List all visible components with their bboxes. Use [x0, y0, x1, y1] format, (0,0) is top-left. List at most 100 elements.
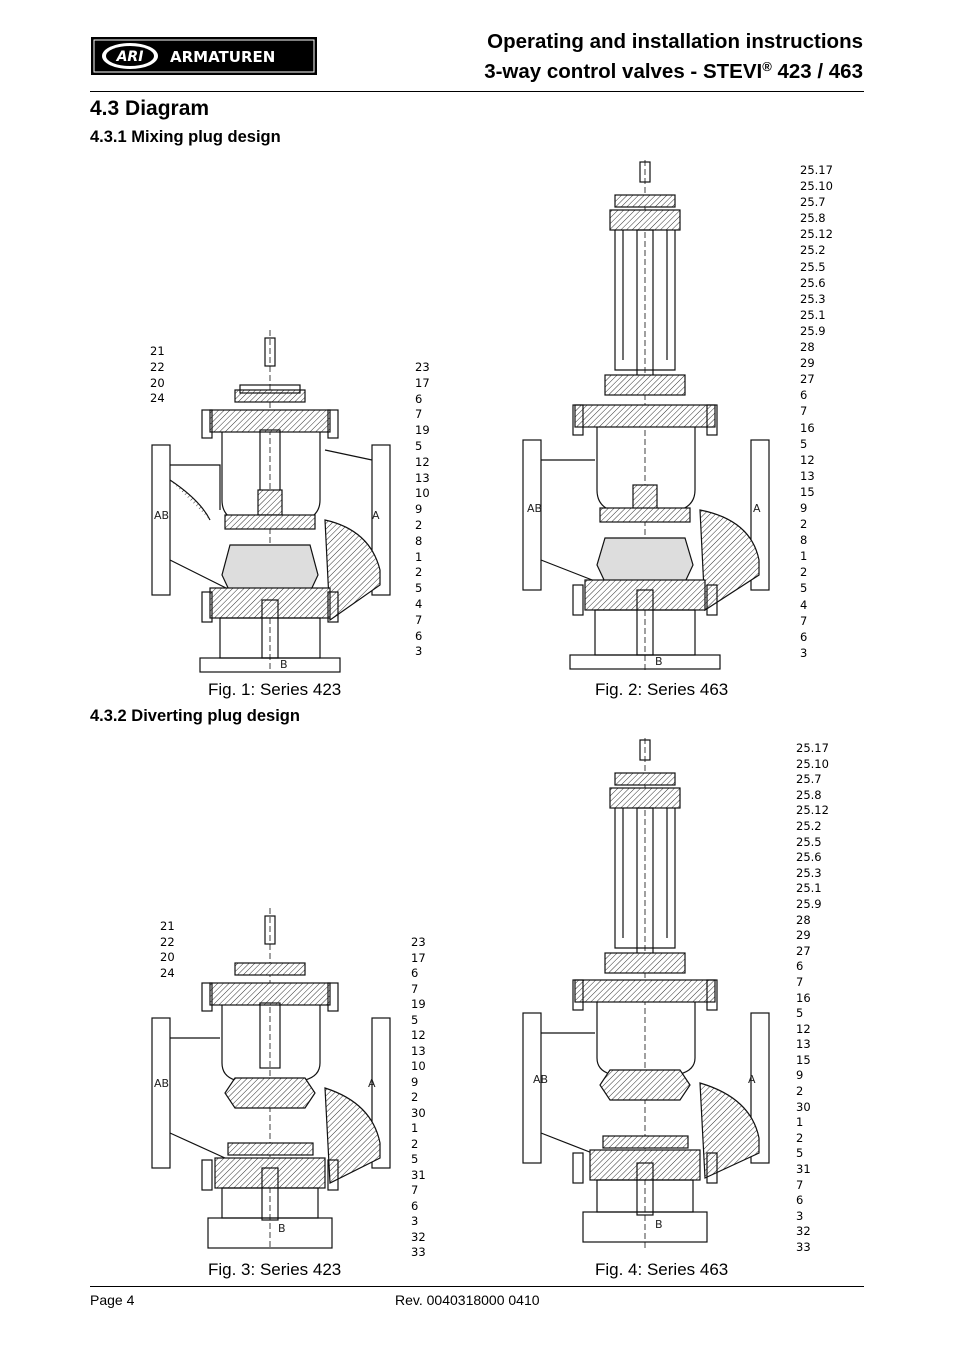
subsection-mixing: 4.3.1 Mixing plug design — [90, 128, 281, 146]
part-label: 5 — [411, 1152, 419, 1166]
part-label: 2 — [800, 565, 808, 580]
part-label: 2 — [800, 517, 808, 532]
part-label: 12 — [411, 1028, 426, 1042]
part-label: 30 — [796, 1099, 811, 1114]
part-label: 6 — [800, 629, 808, 644]
figure-2-caption: Fig. 2: Series 463 — [595, 680, 729, 699]
svg-text:ARMATUREN: ARMATUREN — [170, 48, 275, 66]
part-label: 25.5 — [796, 834, 822, 849]
part-label: 5 — [800, 581, 808, 596]
part-label: 27 — [800, 372, 815, 387]
part-label: 2 — [415, 517, 423, 532]
part-label: 20 — [150, 375, 165, 390]
part-label: 22 — [160, 934, 175, 949]
part-label: 10 — [415, 486, 430, 501]
part-label: 3 — [411, 1214, 419, 1228]
part-label: 2 — [415, 565, 423, 580]
part-label: 25.8 — [800, 211, 826, 226]
part-label: 5 — [796, 1146, 804, 1161]
part-label: 25.1 — [796, 881, 822, 896]
title-product: 3-way control valves - STEVI — [484, 60, 763, 83]
figure-4-right-labels: 25.17 25.10 25.7 25.8 25.12 25.2 25.5 25… — [796, 741, 836, 1256]
part-label: 7 — [800, 404, 808, 419]
part-label: 6 — [796, 1193, 804, 1208]
part-label: 32 — [796, 1224, 811, 1239]
part-label: 24 — [150, 391, 165, 406]
part-label: 25.6 — [796, 850, 822, 865]
svg-text:B: B — [655, 655, 663, 668]
part-label: 6 — [415, 391, 423, 406]
part-label: 7 — [796, 974, 804, 989]
part-label: 32 — [411, 1229, 426, 1244]
part-label: 1 — [796, 1115, 804, 1130]
part-label: 12 — [800, 452, 815, 467]
part-label: 2 — [411, 1090, 419, 1104]
part-label: 3 — [415, 644, 423, 659]
part-label: 16 — [800, 420, 815, 435]
part-label: 19 — [411, 997, 426, 1011]
part-label: 4 — [800, 597, 808, 612]
part-label: 25.1 — [800, 307, 826, 322]
part-label: 13 — [411, 1043, 426, 1058]
part-label: 25.10 — [796, 756, 829, 771]
part-label: 6 — [411, 966, 419, 980]
part-label: 1 — [415, 549, 423, 564]
part-label: 25.12 — [800, 227, 833, 242]
figure-3-caption: Fig. 3: Series 423 — [208, 1260, 342, 1279]
part-label: 33 — [796, 1240, 811, 1254]
part-label: 7 — [800, 613, 808, 628]
part-label: 6 — [411, 1198, 419, 1213]
part-label: 25.12 — [796, 803, 829, 818]
part-label: 9 — [415, 502, 423, 517]
part-label: 25.7 — [796, 772, 822, 787]
part-label: 2 — [411, 1136, 419, 1151]
part-label: 25.10 — [800, 179, 833, 194]
part-label: 29 — [796, 928, 811, 943]
svg-text:A: A — [368, 1077, 376, 1090]
part-label: 9 — [411, 1074, 419, 1089]
figure-1-right-labels: 23 17 6 7 19 5 12 13 10 9 2 8 1 2 5 4 7 … — [415, 360, 445, 660]
part-label: 6 — [415, 628, 423, 643]
part-label: 12 — [796, 1021, 811, 1036]
part-label: 25.17 — [800, 163, 833, 177]
part-label: 33 — [411, 1245, 426, 1259]
part-label: 10 — [411, 1059, 426, 1073]
figure-3-right-labels: 23 17 6 7 19 5 12 13 10 9 2 30 1 2 5 31 … — [411, 935, 441, 1261]
part-label: 30 — [411, 1105, 426, 1120]
part-label: 5 — [415, 581, 423, 596]
svg-text:A: A — [372, 509, 380, 522]
part-label: 13 — [415, 470, 430, 485]
title-series: 423 / 463 — [771, 60, 863, 83]
part-label: 28 — [800, 340, 815, 355]
part-label: 8 — [415, 533, 423, 548]
registered-mark: ® — [762, 59, 772, 74]
part-label: 7 — [411, 1183, 419, 1197]
part-label: 12 — [415, 454, 430, 469]
part-label: 25.9 — [796, 896, 822, 911]
part-label: 15 — [796, 1052, 811, 1067]
svg-text:A: A — [753, 502, 761, 515]
part-label: 13 — [800, 468, 815, 483]
part-label: 25.2 — [796, 818, 822, 833]
part-label: 17 — [411, 950, 426, 965]
part-label: 20 — [160, 950, 175, 965]
page-title: Operating and installation instructions … — [484, 27, 863, 87]
part-label: 6 — [800, 388, 808, 403]
part-label: 27 — [796, 943, 811, 958]
svg-text:AB: AB — [533, 1073, 548, 1086]
section-heading: 4.3 Diagram — [90, 97, 210, 120]
part-label: 2 — [796, 1084, 804, 1099]
svg-text:ARI: ARI — [116, 49, 144, 65]
title-line-1: Operating and installation instructions — [487, 30, 863, 53]
part-label: 16 — [796, 990, 811, 1005]
part-label: 5 — [415, 438, 423, 453]
part-label: 25.3 — [800, 291, 826, 306]
part-label: 25.2 — [800, 243, 826, 258]
part-label: 1 — [800, 549, 808, 564]
svg-text:B: B — [655, 1218, 663, 1231]
part-label: 9 — [796, 1068, 804, 1083]
part-label: 25.7 — [800, 195, 826, 210]
part-label: 23 — [415, 360, 430, 374]
part-label: 25.9 — [800, 323, 826, 338]
part-label: 25.5 — [800, 259, 826, 274]
